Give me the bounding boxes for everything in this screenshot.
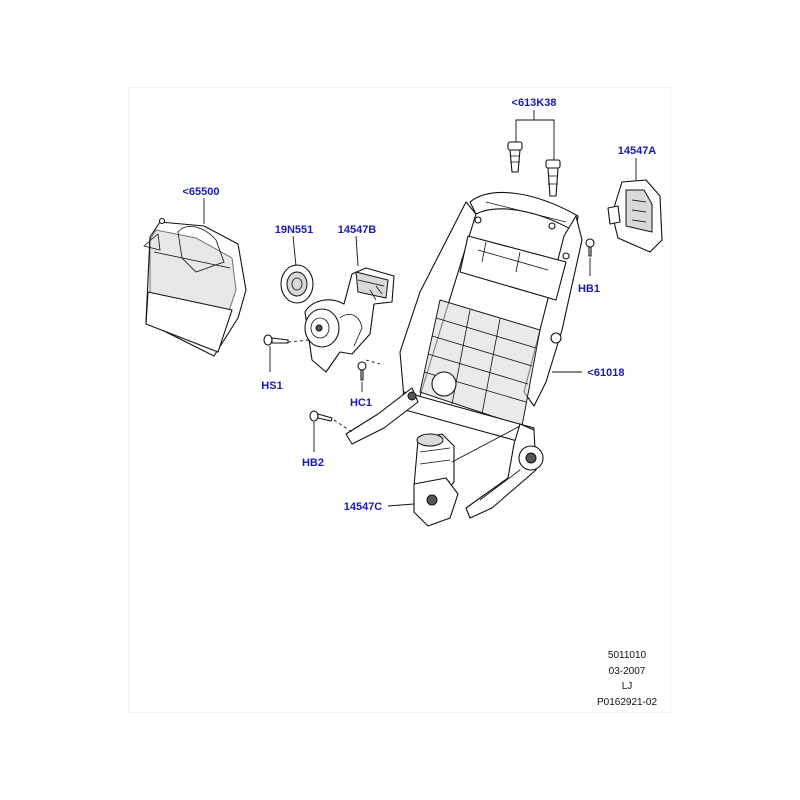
lumbar-pump-assembly: [304, 267, 395, 373]
callout-lumbar-module: 14547A: [618, 145, 657, 157]
callout-headrest-guides: <613K38: [512, 97, 557, 109]
footer-line-2: 03-2007: [609, 666, 646, 677]
headrest-guide-left: [507, 141, 523, 173]
callout-lumbar-pump: 14547B: [338, 224, 377, 236]
callout-screw-hs1: HS1: [261, 380, 282, 392]
clip-hc1: [357, 361, 367, 381]
leader-lines: [203, 110, 637, 507]
bolt-hb1: [585, 238, 595, 257]
callout-back-panel: <65500: [182, 186, 219, 198]
callout-bolt-hb2: HB2: [302, 457, 324, 469]
footer-line-4: P0162921-02: [597, 697, 657, 708]
callout-clip-hc1: HC1: [350, 397, 372, 409]
screw-hs1: [263, 334, 289, 346]
callout-recliner-motor: 14547C: [344, 501, 383, 513]
callout-bolt-hb1: HB1: [578, 283, 600, 295]
bolt-hb2: [309, 410, 333, 422]
lumbar-switch-knob: [280, 264, 314, 304]
lumbar-control-module: [607, 179, 663, 253]
callout-lumbar-switch: 19N551: [275, 224, 314, 236]
back-panel: [143, 217, 247, 357]
footer-line-3: LJ: [622, 681, 633, 692]
seat-back-frame: [345, 192, 583, 519]
callout-frame: <61018: [587, 367, 624, 379]
footer-line-1: 5011010: [608, 650, 647, 661]
headrest-guide-right: [545, 159, 561, 197]
recliner-motor: [413, 425, 521, 527]
